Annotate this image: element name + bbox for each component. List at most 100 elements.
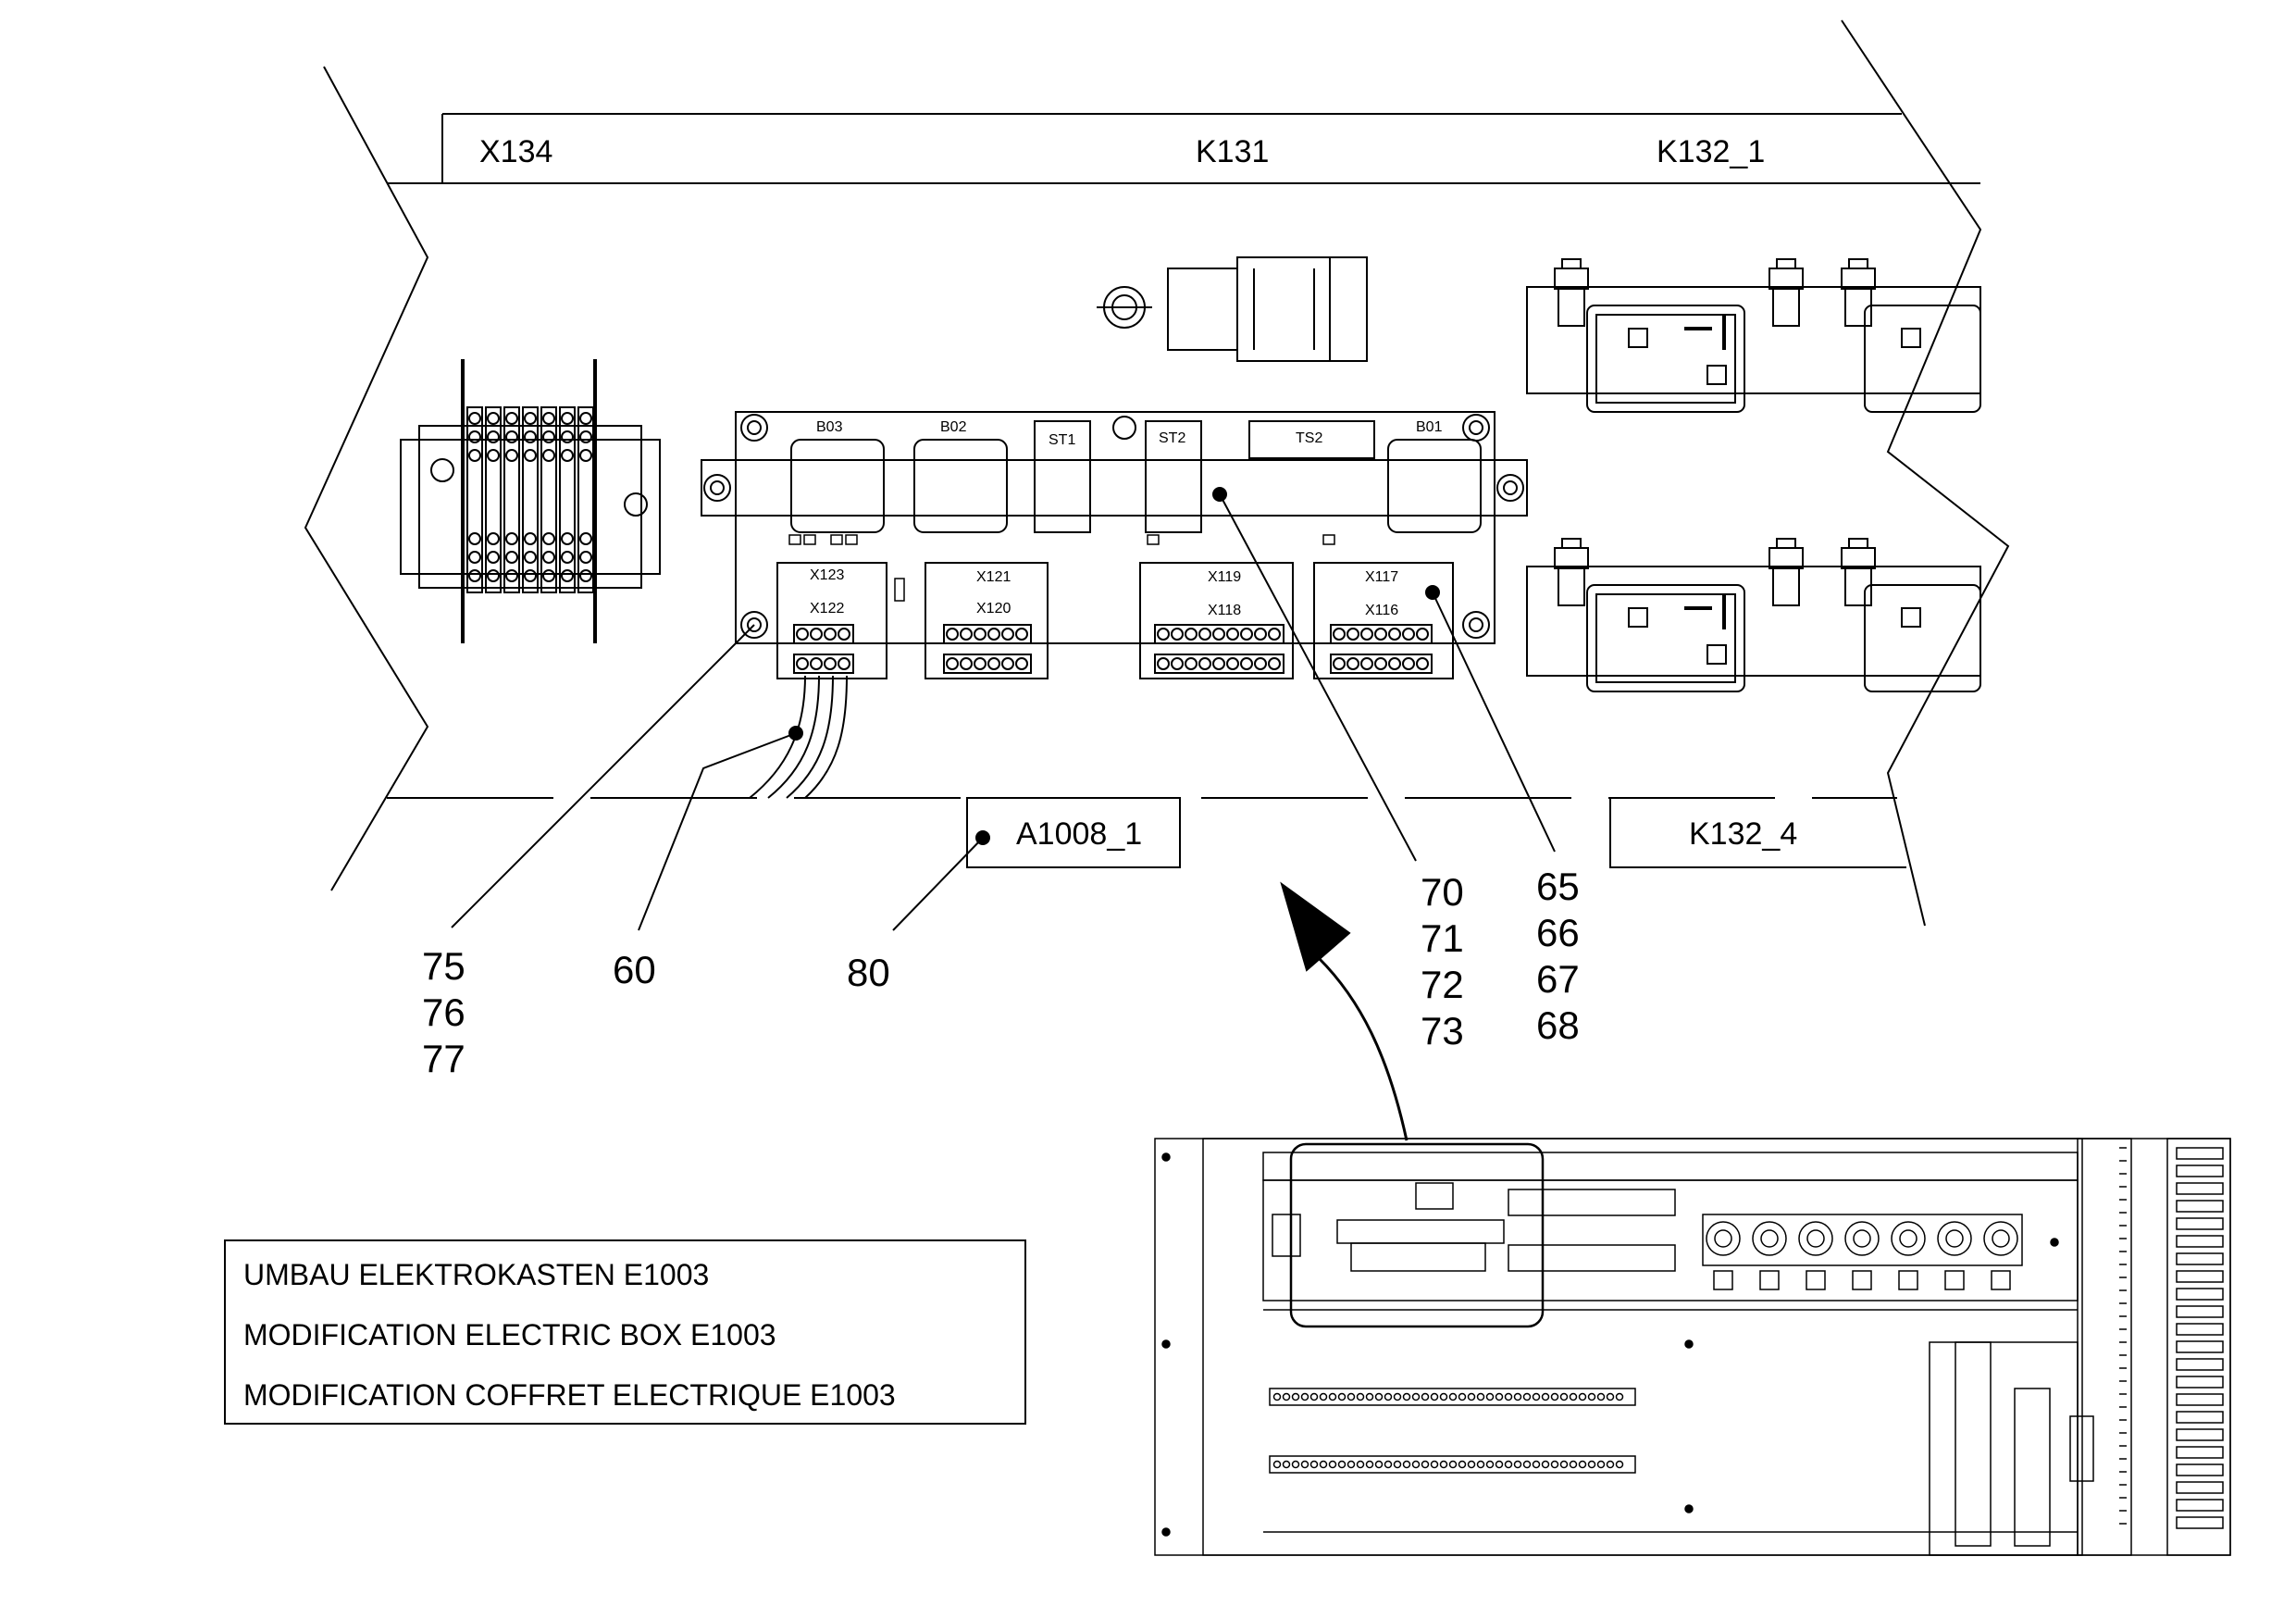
terminal-screw-icon bbox=[1360, 628, 1373, 641]
label-k132-4: K132_4 bbox=[1689, 816, 1797, 852]
vertical-terminal bbox=[2176, 1270, 2224, 1283]
label-x117: X117 bbox=[1365, 569, 1398, 585]
terminal-screw-icon bbox=[542, 430, 555, 443]
strip-terminal bbox=[1532, 1460, 1541, 1469]
terminal-row bbox=[793, 654, 854, 674]
strip-terminal bbox=[1356, 1460, 1365, 1469]
fuse-core bbox=[1853, 1229, 1871, 1248]
mount-point-icon bbox=[1161, 1339, 1171, 1349]
label-x116: X116 bbox=[1365, 603, 1398, 618]
terminal-screw-icon bbox=[1001, 628, 1014, 641]
terminal-screw-icon bbox=[1416, 657, 1429, 670]
wires-x122 bbox=[749, 675, 848, 799]
terminal-screw-icon bbox=[468, 569, 481, 582]
strip-terminal bbox=[1384, 1392, 1393, 1401]
terminal-screw-icon bbox=[505, 569, 518, 582]
terminal-screw-icon bbox=[1171, 628, 1184, 641]
terminal-slot bbox=[577, 406, 594, 593]
strip-terminal bbox=[1569, 1460, 1578, 1469]
strip-terminal bbox=[1513, 1460, 1522, 1469]
label-ts2: TS2 bbox=[1296, 430, 1322, 446]
strip-terminal bbox=[1291, 1392, 1300, 1401]
terminal-screw-icon bbox=[838, 628, 850, 641]
relay-nut-cap bbox=[1776, 258, 1796, 269]
terminal-screw-icon bbox=[1374, 657, 1387, 670]
terminal-screw-icon bbox=[1015, 657, 1028, 670]
note-line-fr: MODIFICATION COFFRET ELECTRIQUE E1003 bbox=[243, 1378, 896, 1412]
callout-80: 80 bbox=[847, 951, 890, 994]
terminal-row bbox=[1154, 624, 1285, 644]
terminal-screw-icon bbox=[487, 449, 500, 462]
fuse-core bbox=[1760, 1229, 1779, 1248]
terminal-screw-icon bbox=[810, 628, 823, 641]
terminal-screw-icon bbox=[1198, 657, 1211, 670]
relay-nut-cap bbox=[1776, 538, 1796, 549]
relay-stud bbox=[1772, 288, 1800, 327]
strip-terminal bbox=[1365, 1460, 1374, 1469]
terminal-slot bbox=[485, 406, 502, 593]
terminal-screw-icon bbox=[1001, 657, 1014, 670]
terminal-screw-icon bbox=[524, 569, 537, 582]
strip-terminal bbox=[1421, 1460, 1430, 1469]
callout-68: 68 bbox=[1536, 1003, 1580, 1047]
fuse-base bbox=[1713, 1270, 1733, 1290]
terminal-screw-icon bbox=[1185, 657, 1198, 670]
terminal-screw-icon bbox=[561, 430, 574, 443]
terminal-screw-icon bbox=[1333, 657, 1346, 670]
strip-terminal bbox=[1374, 1460, 1384, 1469]
fuse-icon bbox=[1752, 1221, 1787, 1256]
fuse-core bbox=[1714, 1229, 1732, 1248]
relay-nut bbox=[1769, 547, 1804, 569]
callout-77: 77 bbox=[422, 1037, 465, 1080]
terminal-screw-icon bbox=[796, 657, 809, 670]
relay-nut bbox=[1841, 547, 1876, 569]
terminal-screw-icon bbox=[946, 657, 959, 670]
terminal-screw-icon bbox=[946, 628, 959, 641]
vertical-terminal bbox=[2176, 1446, 2224, 1459]
strip-terminal bbox=[1606, 1392, 1615, 1401]
detail-frame bbox=[304, 19, 2010, 927]
component-k131 bbox=[1097, 256, 1368, 362]
terminal-screw-icon bbox=[542, 449, 555, 462]
detail-highlight-region bbox=[1289, 1142, 1545, 1328]
terminal-screw-icon bbox=[579, 412, 592, 425]
strip-terminal bbox=[1337, 1392, 1347, 1401]
terminal-screw-icon bbox=[542, 532, 555, 545]
strip-terminal bbox=[1300, 1460, 1309, 1469]
relay-stud bbox=[1558, 288, 1585, 327]
mount-point-icon bbox=[1161, 1527, 1171, 1537]
strip-terminal bbox=[1559, 1460, 1569, 1469]
terminal-slot bbox=[540, 406, 557, 593]
vertical-terminal bbox=[2176, 1164, 2224, 1177]
terminal-screw-icon bbox=[1240, 628, 1253, 641]
relay-nut bbox=[1554, 547, 1589, 569]
strip-terminal bbox=[1402, 1392, 1411, 1401]
callout-75: 75 bbox=[422, 944, 465, 988]
terminal-screw-icon bbox=[1402, 628, 1415, 641]
relay-nut-cap bbox=[1561, 538, 1582, 549]
strip-terminal bbox=[1476, 1460, 1485, 1469]
terminal-screw-icon bbox=[1198, 628, 1211, 641]
fuse-icon bbox=[1844, 1221, 1880, 1256]
strip-terminal bbox=[1522, 1460, 1532, 1469]
strip-terminal bbox=[1328, 1460, 1337, 1469]
callout-72: 72 bbox=[1421, 963, 1464, 1006]
vertical-terminal bbox=[2176, 1147, 2224, 1160]
strip-terminal bbox=[1596, 1392, 1606, 1401]
strip-terminal bbox=[1541, 1460, 1550, 1469]
label-k131: K131 bbox=[1196, 134, 1269, 169]
vertical-terminal bbox=[2176, 1499, 2224, 1512]
relay-stud bbox=[1844, 567, 1872, 606]
label-x121: X121 bbox=[976, 569, 1011, 585]
strip-terminal bbox=[1421, 1392, 1430, 1401]
strip-terminal bbox=[1365, 1392, 1374, 1401]
terminal-screw-icon bbox=[542, 412, 555, 425]
terminal-screw-icon bbox=[1388, 628, 1401, 641]
strip-terminal bbox=[1439, 1392, 1448, 1401]
vertical-terminal bbox=[2176, 1305, 2224, 1318]
vertical-terminal bbox=[2176, 1463, 2224, 1476]
terminal-slot bbox=[522, 406, 539, 593]
terminal-screw-icon bbox=[838, 657, 850, 670]
terminal-screw-icon bbox=[1360, 657, 1373, 670]
terminal-screw-icon bbox=[1347, 657, 1359, 670]
